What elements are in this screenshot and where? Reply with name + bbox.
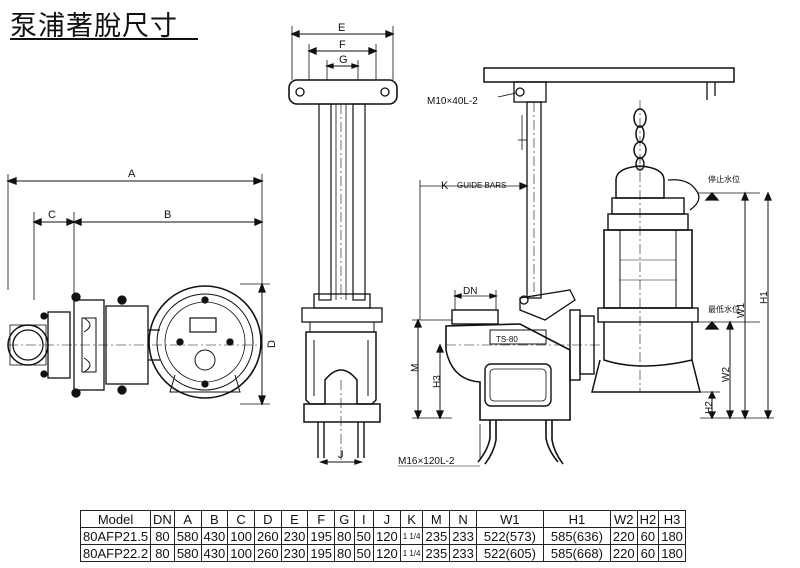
table-cell: 580 [173,544,202,562]
table-row: 80AFP22.2 80 580 430 100 260 230 195 80 … [79,544,686,562]
table-cell: 580 [173,527,202,545]
table-cell: 220 [609,527,638,545]
dim-label-h1: H1 [759,291,770,304]
bolt-bottom-label: M16×120L-2 [398,456,455,467]
table-cell: 235 [422,544,451,562]
front-view: E F G [288,22,398,465]
table-cell: 100 [227,527,255,545]
body-mark: TS-80 [496,335,518,344]
table-cell: 233 [449,527,477,545]
dim-label-w2: W2 [721,367,732,382]
table-row: 80AFP21.5 80 580 430 100 260 230 195 80 … [79,527,686,545]
table-header: DN [150,510,175,528]
table-cell: 430 [200,544,229,562]
dim-label-f: F [339,39,346,51]
dim-label-b: B [164,209,171,221]
table-cell: 260 [253,544,282,562]
table-header: H3 [658,510,686,528]
table-header: M [422,510,451,528]
dim-label-c: C [48,209,56,221]
table-cell: 522(573) [475,527,544,545]
table-cell: 50 [353,527,374,545]
dim-label-h2: H2 [704,401,715,414]
table-cell: 230 [280,527,309,545]
table-cell: 585(636) [542,527,611,545]
table-header: W1 [475,510,544,528]
bolt-top-label: M10×40L-2 [427,96,478,107]
table-header-row: Model DN A B C D E F G I J K M N W1 H1 W… [79,510,686,528]
dim-label-a: A [128,168,136,180]
table-cell: 195 [307,527,336,545]
table-header: A [173,510,202,528]
table-cell: 430 [200,527,229,545]
table-cell: 80 [334,527,355,545]
table-cell: 80AFP22.2 [79,544,152,562]
table-header: Model [79,510,152,528]
table-cell: 235 [422,527,451,545]
dim-label-k: K [441,180,449,192]
table-header: C [227,510,255,528]
dim-label-m: M [410,364,421,372]
table-header: N [449,510,477,528]
table-cell: 60 [636,527,660,545]
table-header: F [307,510,336,528]
table-cell: 260 [253,527,282,545]
table-cell: 100 [227,544,255,562]
guide-bars-label: GUIDE BARS [457,181,506,190]
dimension-table: Model DN A B C D E F G I J K M N W1 H1 W… [79,510,686,562]
table-header: G [334,510,355,528]
title-underline [10,38,198,40]
table-header: K [399,510,424,528]
table-cell: 180 [658,544,686,562]
table-cell: 233 [449,544,477,562]
table-cell: 80 [150,544,175,562]
table-cell: 80 [334,544,355,562]
table-header: W2 [609,510,638,528]
dim-label-e: E [338,22,345,34]
table-cell: 220 [609,544,638,562]
table-header: B [200,510,229,528]
table-cell: 1 1/4 [399,544,424,562]
table-header: D [253,510,282,528]
table-header: I [353,510,374,528]
table-cell: 195 [307,544,336,562]
table-cell: 1 1/4 [399,527,424,545]
dim-label-h3: H3 [432,375,443,388]
table-header: H2 [636,510,660,528]
table-cell: 522(605) [475,544,544,562]
min-level-label: 最低水位 [708,304,740,314]
table-cell: 80 [150,527,175,545]
table-cell: 120 [372,527,401,545]
table-header: H1 [542,510,611,528]
dim-label-w1: W1 [736,303,747,318]
dim-label-g: G [339,54,348,66]
dim-label-dn: DN [463,286,477,297]
top-view: A C B D [6,168,278,406]
table-cell: 585(668) [542,544,611,562]
page-title: 泵浦著脫尺寸 [10,11,178,42]
table-cell: 80AFP21.5 [79,527,152,545]
table-cell: 180 [658,527,686,545]
side-view: M10×40L-2 K GUIDE BARS DN TS-80 [398,67,774,467]
dim-label-d: D [266,340,278,348]
dim-label-j: J [338,449,344,461]
table-cell: 230 [280,544,309,562]
stop-level-label: 停止水位 [708,174,740,184]
table-cell: 60 [636,544,660,562]
table-cell: 120 [372,544,401,562]
table-header: E [280,510,309,528]
table-cell: 50 [353,544,374,562]
table-header: J [372,510,401,528]
